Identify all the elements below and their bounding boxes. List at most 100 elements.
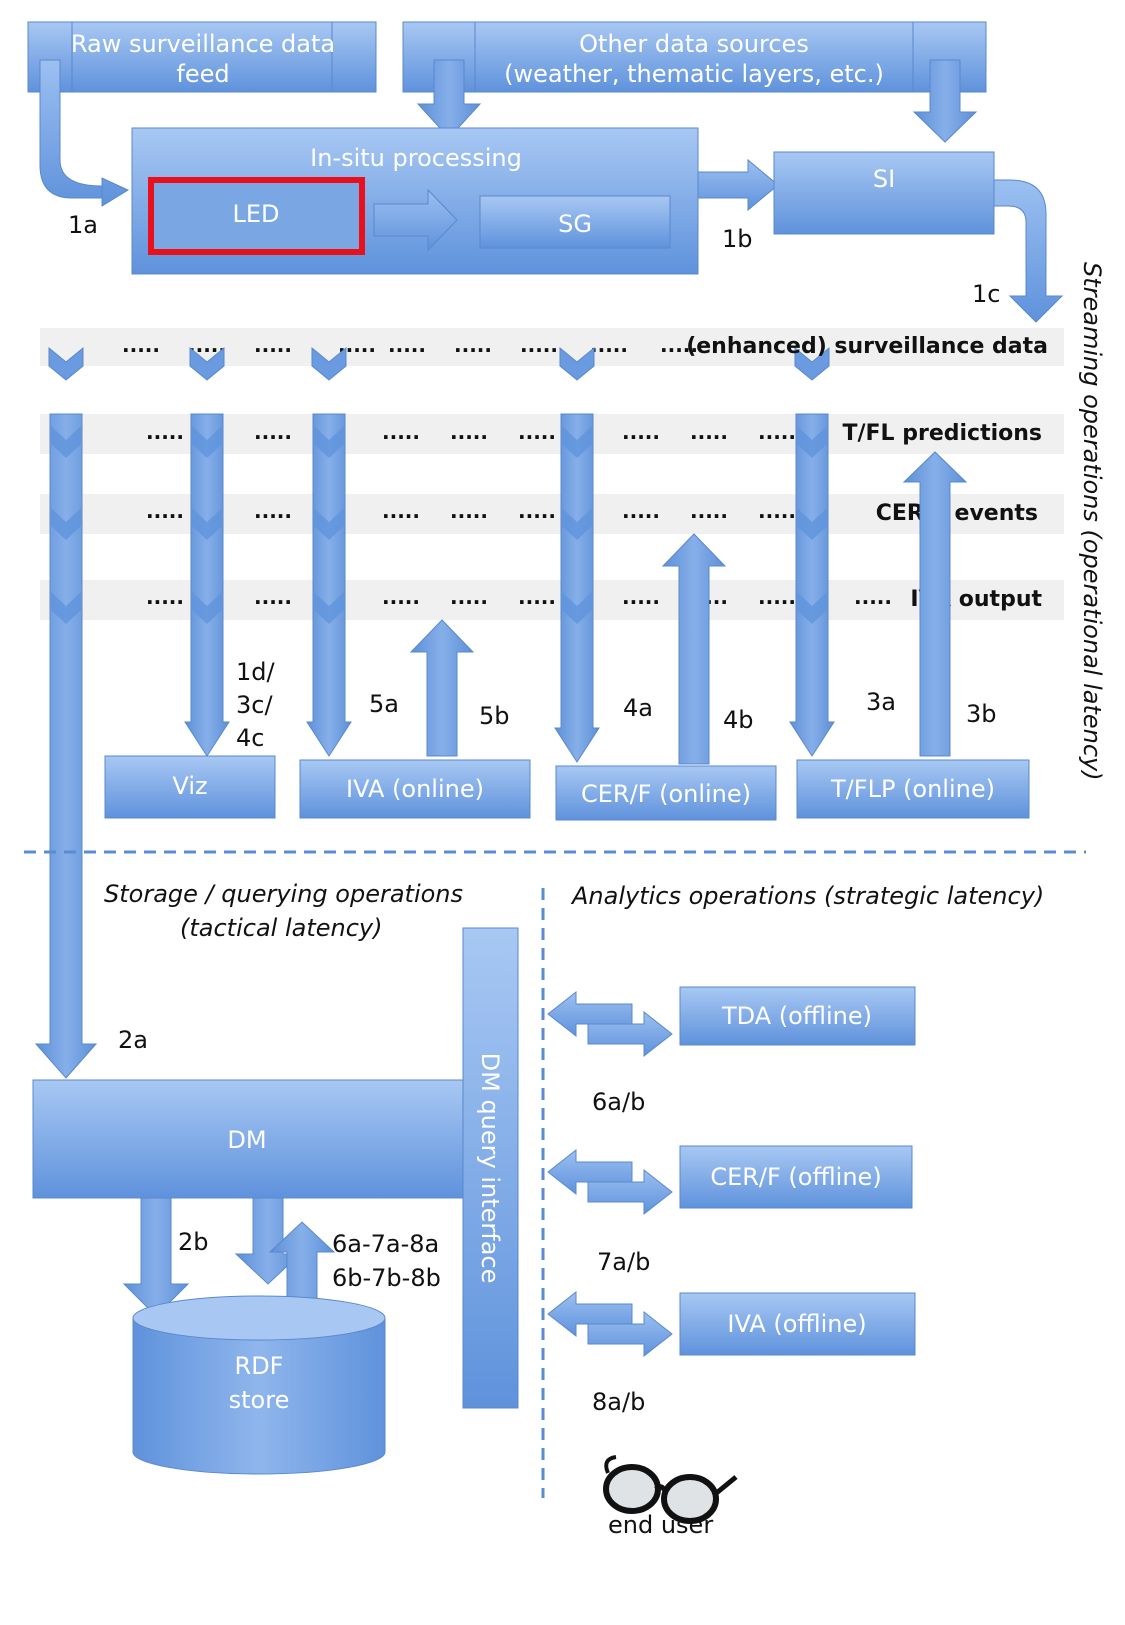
down-arrow-chevron-1-1 bbox=[314, 508, 344, 540]
led-label: LED bbox=[232, 200, 279, 228]
lane-dots-1-3: ..... bbox=[450, 420, 488, 444]
lane-dots-1-5: ..... bbox=[622, 420, 660, 444]
arrow-dm-to-rdf bbox=[234, 1197, 302, 1285]
lane-dots: ........................................… bbox=[122, 333, 892, 609]
si-box: SI bbox=[773, 151, 995, 235]
lane-dots-0-0: ..... bbox=[122, 333, 160, 357]
cerf-offline-label: CER/F (offline) bbox=[710, 1163, 881, 1191]
lane-dots-0-6: ..... bbox=[520, 333, 558, 357]
down-arrow-chevron-1-2 bbox=[314, 592, 344, 624]
arrow-led-to-sg bbox=[373, 188, 458, 252]
down-arrow-chevron-1-0 bbox=[314, 426, 344, 458]
lane-label-surveillance: (enhanced) surveillance data bbox=[686, 334, 1048, 359]
lane-dots-2-5: ..... bbox=[622, 499, 660, 523]
surveillance-chevron-2 bbox=[311, 346, 347, 381]
iva-offline-label: IVA (offline) bbox=[727, 1310, 866, 1338]
arrow-2a bbox=[34, 413, 98, 1079]
label-1a: 1a bbox=[68, 211, 98, 239]
down-arrow-chevron-0-2 bbox=[192, 592, 222, 624]
section-streaming-caption: Streaming operations (operational latenc… bbox=[1078, 262, 1106, 781]
label-6b-7b-8b: 6b-7b-8b bbox=[332, 1264, 441, 1292]
down-arrow-3 bbox=[789, 413, 835, 757]
tda-offline-label: TDA (offline) bbox=[721, 1002, 872, 1030]
lane-dots-2-1: ..... bbox=[254, 499, 292, 523]
label-5b: 5b bbox=[479, 702, 510, 730]
tda-offline-box: TDA (offline) bbox=[679, 986, 916, 1046]
arrow-other-to-insitu bbox=[416, 59, 482, 139]
surveillance-chevron-4 bbox=[794, 346, 830, 381]
lane-dots-3-5: ..... bbox=[622, 585, 660, 609]
lane-dots-2-4: ..... bbox=[518, 499, 556, 523]
down-arrow-chevron-2-2 bbox=[562, 592, 592, 624]
arrow-4b bbox=[661, 533, 727, 765]
lane-dots-1-1: ..... bbox=[254, 420, 292, 444]
lane-dots-0-5: ..... bbox=[454, 333, 492, 357]
rdf-line1: RDF bbox=[235, 1352, 284, 1380]
raw-feed-line2: feed bbox=[176, 60, 229, 88]
down-arrow-chevron-3-0 bbox=[797, 426, 827, 458]
label-2a: 2a bbox=[118, 1026, 148, 1054]
iva-offline-box: IVA (offline) bbox=[679, 1292, 916, 1356]
section-analytics: Analytics operations (strategic latency) bbox=[570, 882, 1044, 910]
arrow-1a bbox=[39, 59, 130, 207]
lane-dots-2-6: ..... bbox=[690, 499, 728, 523]
label-4b: 4b bbox=[723, 706, 754, 734]
raw-feed-line1: Raw surveillance data bbox=[71, 30, 335, 58]
lane-dots-1-7: ..... bbox=[758, 420, 796, 444]
lane-label-events: CER/F events bbox=[876, 501, 1038, 526]
surveillance-chevron-0 bbox=[48, 346, 84, 381]
arrow-other-to-si bbox=[912, 59, 978, 143]
lane-dots-3-4: ..... bbox=[518, 585, 556, 609]
lane-dots-3-1: ..... bbox=[254, 585, 292, 609]
lane-dots-1-6: ..... bbox=[690, 420, 728, 444]
label-1c: 1c bbox=[972, 280, 1000, 308]
lane-dots-0-4: ..... bbox=[388, 333, 426, 357]
rdf-line2: store bbox=[229, 1386, 290, 1414]
lane-label-predictions: T/FL predictions bbox=[842, 421, 1042, 446]
label-3b: 3b bbox=[966, 700, 997, 728]
offline-arrow-left-2 bbox=[547, 1290, 633, 1338]
lane-dots-0-8: ..... bbox=[660, 333, 698, 357]
down-arrow-chevron-2-1 bbox=[562, 508, 592, 540]
other-sources-line2: (weather, thematic layers, etc.) bbox=[504, 60, 884, 88]
rdf-store-cylinder: RDF store bbox=[132, 1295, 386, 1475]
label-5a: 5a bbox=[369, 690, 399, 718]
lane-dots-1-0: ..... bbox=[146, 420, 184, 444]
arrow-1b bbox=[697, 158, 779, 212]
other-data-sources-box: Other data sources (weather, thematic la… bbox=[402, 21, 987, 93]
down-arrow-1 bbox=[306, 413, 352, 757]
down-arrow-chevron-2-0 bbox=[562, 426, 592, 458]
viz-box: Viz bbox=[104, 755, 276, 819]
down-arrow-chevron-3-2 bbox=[797, 592, 827, 624]
offline-arrow-left-0 bbox=[547, 990, 633, 1038]
arrow-rdf-to-dm bbox=[268, 1221, 336, 1307]
section-storage-line1: Storage / querying operations bbox=[104, 880, 463, 908]
sg-label: SG bbox=[558, 210, 592, 238]
dm-box: DM bbox=[32, 1079, 464, 1199]
end-user-label: end user bbox=[608, 1511, 713, 1539]
label-4a: 4a bbox=[623, 694, 653, 722]
lane-dots-2-7: ..... bbox=[758, 499, 796, 523]
tflp-online-box: T/FLP (online) bbox=[796, 759, 1030, 819]
arrow-2a-chevron-1 bbox=[51, 508, 81, 540]
lane-dots-3-2: ..... bbox=[382, 585, 420, 609]
label-7ab: 7a/b bbox=[597, 1248, 650, 1276]
offline-arrow-right-2 bbox=[587, 1310, 673, 1358]
label-2b: 2b bbox=[178, 1228, 209, 1256]
offline-arrow-left-1 bbox=[547, 1148, 633, 1196]
surveillance-chevron-3 bbox=[559, 346, 595, 381]
label-1d: 1d/ bbox=[236, 658, 276, 686]
arrow-3b bbox=[902, 451, 968, 757]
label-6a-7a-8a: 6a-7a-8a bbox=[332, 1230, 439, 1258]
lane-dots-3-8: ..... bbox=[854, 585, 892, 609]
offline-arrow-right-1 bbox=[587, 1168, 673, 1216]
lane-dots-1-4: ..... bbox=[518, 420, 556, 444]
tflp-online-label: T/FLP (online) bbox=[830, 775, 995, 803]
offline-bidirectional-arrows bbox=[547, 990, 673, 1358]
label-1b: 1b bbox=[722, 225, 753, 253]
iva-online-label: IVA (online) bbox=[346, 775, 484, 803]
lane-dots-0-7: ..... bbox=[590, 333, 628, 357]
iva-online-box: IVA (online) bbox=[299, 759, 531, 819]
other-sources-line1: Other data sources bbox=[579, 30, 809, 58]
